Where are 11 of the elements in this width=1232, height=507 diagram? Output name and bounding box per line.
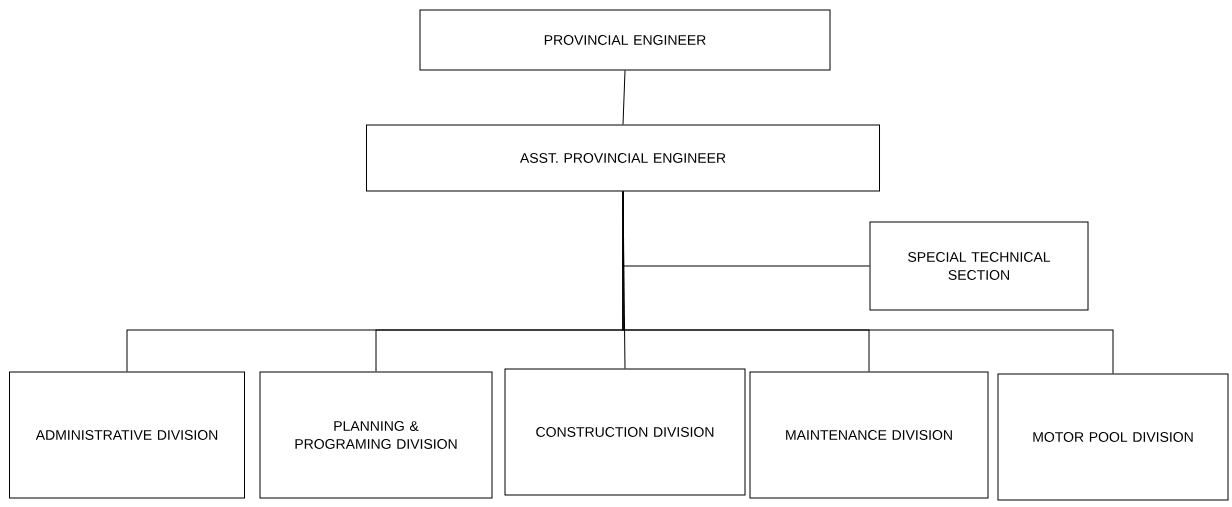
- connector-line: [622, 191, 1114, 374]
- org-box: SPECIAL TECHNICAL SECTION: [869, 221, 1089, 311]
- org-box: ADMINISTRATIVE DIVISION: [9, 371, 245, 499]
- org-box: PLANNING & PROGRAMING DIVISION: [259, 371, 493, 499]
- org-box: MAINTENANCE DIVISION: [749, 371, 989, 499]
- org-box: ASST. PROVINCIAL ENGINEER: [366, 124, 880, 192]
- org-box: MOTOR POOL DIVISION: [997, 373, 1229, 501]
- org-box: CONSTRUCTION DIVISION: [504, 368, 746, 496]
- connector-line: [622, 191, 626, 369]
- org-box: PROVINCIAL ENGINEER: [419, 9, 831, 71]
- connector-line: [622, 70, 626, 125]
